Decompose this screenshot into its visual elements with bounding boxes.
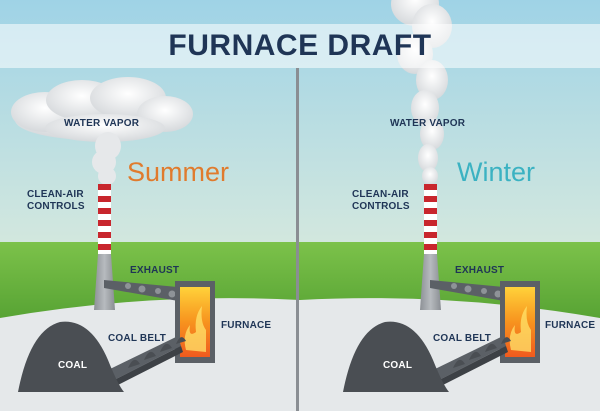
winter-coal-label: COAL: [383, 360, 413, 371]
summer-exhaust-label: EXHAUST: [130, 265, 180, 276]
winter-exhaust-duct: [430, 280, 514, 302]
summer-coal-belt-label: COAL BELT: [108, 333, 167, 344]
summer-scene: [11, 77, 215, 392]
winter-water-vapor-label: WATER VAPOR: [390, 118, 466, 129]
summer-smoke: [92, 132, 121, 185]
page-title: FURNACE DRAFT: [168, 29, 432, 62]
summer-season-label: Summer: [127, 157, 230, 187]
winter-season-label: Winter: [457, 157, 536, 187]
panel-divider: [296, 68, 299, 411]
summer-cloud: [11, 77, 193, 142]
title-banner: [0, 24, 600, 68]
winter-coal-pile: [343, 321, 449, 392]
ground: [0, 298, 600, 411]
summer-coal-pile: [18, 321, 124, 392]
winter-coal-belt-label: COAL BELT: [433, 333, 492, 344]
summer-furnace-label: FURNACE: [221, 320, 272, 331]
winter-exhaust-label: EXHAUST: [455, 265, 505, 276]
summer-exhaust-duct: [104, 280, 188, 302]
summer-water-vapor-label: WATER VAPOR: [64, 118, 140, 129]
summer-coal-label: COAL: [58, 360, 88, 371]
winter-furnace-label: FURNACE: [545, 320, 596, 331]
winter-clean-air-label: CLEAN-AIR CONTROLS: [352, 189, 410, 212]
summer-clean-air-label: CLEAN-AIR CONTROLS: [27, 189, 85, 212]
